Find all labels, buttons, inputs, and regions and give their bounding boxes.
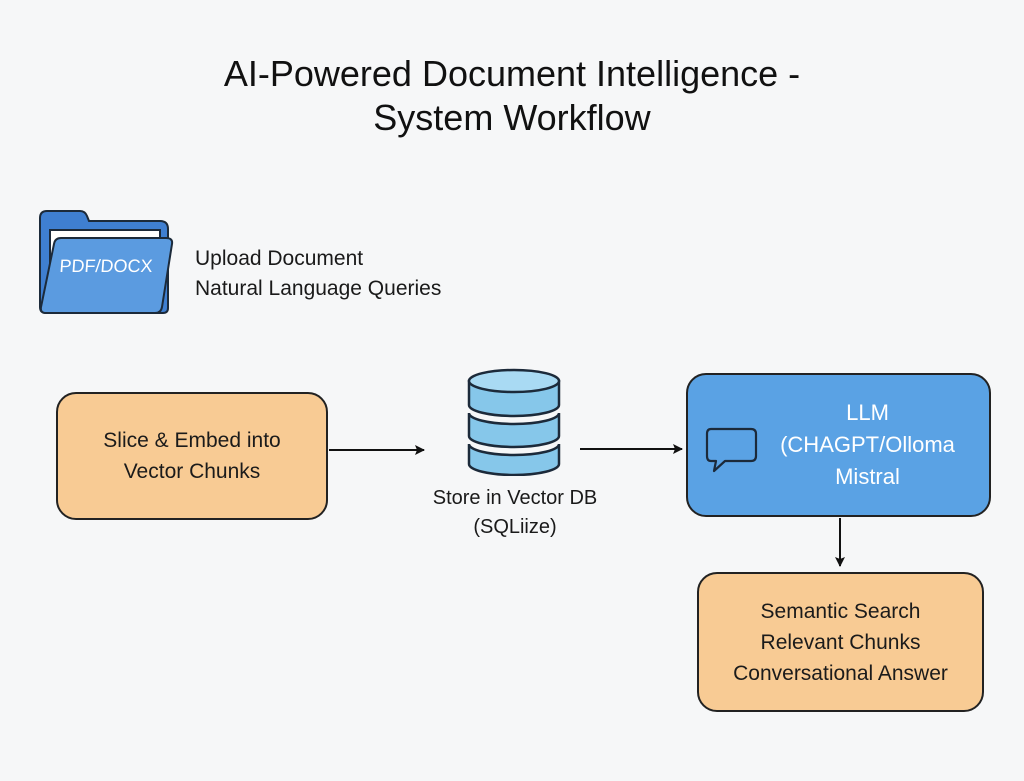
upload-line-1: Upload Document: [195, 247, 364, 270]
title-line-2: System Workflow: [373, 97, 651, 138]
slice-line-1: Slice & Embed into: [103, 429, 281, 452]
semantic-line-2: Relevant Chunks: [760, 630, 921, 654]
upload-line-2: Natural Language Queries: [195, 277, 442, 300]
folder-icon: [39, 210, 174, 314]
vector-db-label: Store in Vector DB (SQLiize): [390, 484, 640, 542]
llm-line-1: LLM: [846, 400, 889, 425]
chat-bubble-icon: [705, 427, 758, 473]
semantic-line-1: Semantic Search: [760, 599, 921, 623]
title-line-1: AI-Powered Document Intelligence -: [223, 53, 801, 94]
upload-description: Upload Document Natural Language Queries: [195, 244, 441, 304]
folder-label: PDF/DOCX: [58, 256, 154, 276]
diagram-title: AI-Powered Document Intelligence - Syste…: [0, 52, 1024, 140]
store-line-1: Store in Vector DB: [432, 487, 598, 509]
database-icon: [467, 368, 561, 476]
slice-line-2: Vector Chunks: [123, 460, 261, 483]
llm-line-2: (CHAGPT/Olloma: [780, 432, 955, 457]
llm-line-3: Mistral: [835, 464, 900, 489]
semantic-search-box: Semantic Search Relevant Chunks Conversa…: [697, 572, 984, 712]
store-line-2: (SQLiize): [473, 516, 557, 538]
slice-embed-box: Slice & Embed into Vector Chunks: [56, 392, 328, 520]
semantic-line-3: Conversational Answer: [733, 661, 948, 685]
